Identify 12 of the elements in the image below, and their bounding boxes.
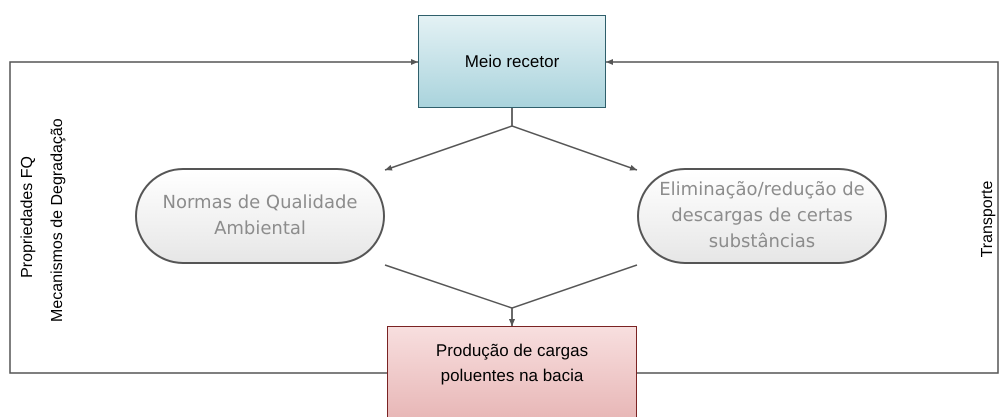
node-label: Normas de Qualidade Ambiental [161,190,358,241]
node-label: Meio recetor [464,50,560,73]
process-box [387,326,637,417]
arrow [9,59,418,374]
side-label: Transporte [978,180,997,260]
arrow [509,264,638,326]
side-label: Propriedades FQ [18,155,37,280]
process-box [418,15,606,108]
arrow [511,108,638,171]
node-label: Produção de cargas poluentes na bacia [434,340,590,387]
arrow [606,59,999,374]
node-label: Eliminação/redução de descargas de certas substâncias [658,178,866,254]
